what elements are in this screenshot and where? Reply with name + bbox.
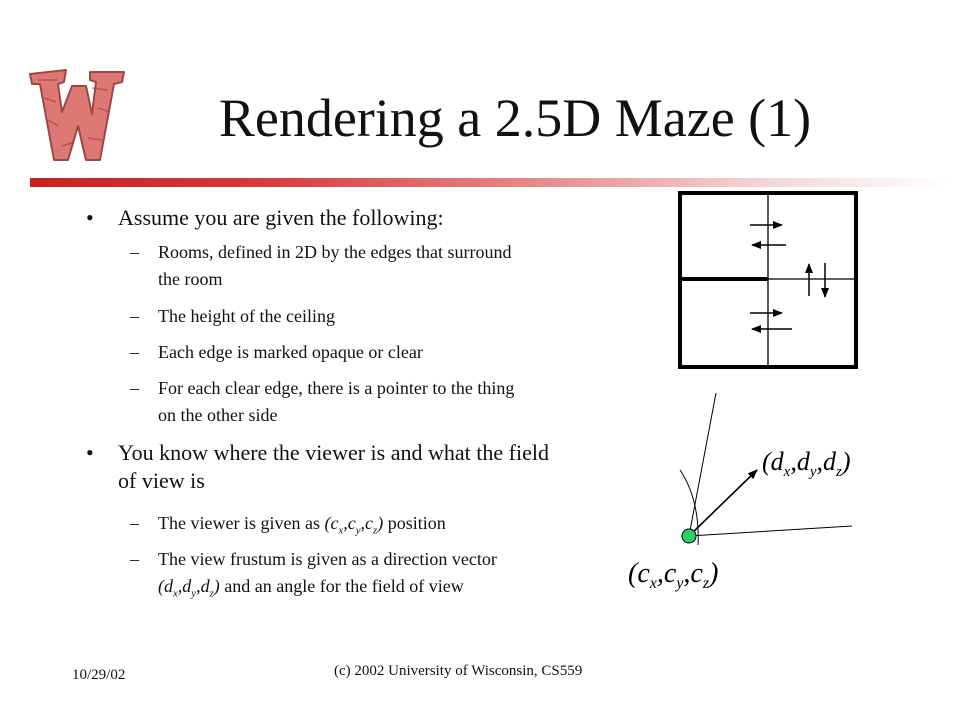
sub-bullet-viewer-position: The viewer is given as (cx,cy,cz) positi… xyxy=(158,513,446,537)
bullet-text-cont: of view is xyxy=(118,468,205,493)
sub-bullet-marker: – xyxy=(130,549,139,569)
frustum-edge xyxy=(688,392,717,537)
footer-copyright: (c) 2002 University of Wisconsin, CS559 xyxy=(334,663,583,679)
maze-rooms xyxy=(678,191,858,369)
sub-bullet-marker: – xyxy=(130,513,139,533)
footer-date: 10/29/02 xyxy=(72,667,126,683)
direction-vector-arrow xyxy=(688,469,758,537)
wisconsin-w-logo xyxy=(29,69,125,161)
frustum-edge xyxy=(688,525,853,537)
sub-bullet-marker: – xyxy=(130,242,139,262)
viewer-position-dot xyxy=(681,528,697,544)
sub-bullet-text: The view frustum is given as a direction… xyxy=(158,549,497,569)
bullet-text: Assume you are given the following: xyxy=(118,205,444,230)
bullet-marker: • xyxy=(86,440,94,465)
direction-vector-label: (dx,dy,dz) xyxy=(762,447,851,480)
sub-bullet-text: For each clear edge, there is a pointer … xyxy=(158,378,515,398)
bullet-marker: • xyxy=(86,205,94,230)
sub-bullet-marker: – xyxy=(130,306,139,326)
sub-bullet-marker: – xyxy=(130,342,139,362)
title-divider xyxy=(30,178,950,187)
sub-bullet-text: Each edge is marked opaque or clear xyxy=(158,342,423,362)
sub-bullet-text: Rooms, defined in 2D by the edges that s… xyxy=(158,242,512,262)
viewer-position-label: (cx,cy,cz) xyxy=(628,558,718,592)
bullet-text: You know where the viewer is and what th… xyxy=(118,440,549,465)
sub-bullet-text-cont: the room xyxy=(158,269,223,289)
sub-bullet-marker: – xyxy=(130,378,139,398)
slide-title: Rendering a 2.5D Maze (1) xyxy=(218,88,812,148)
maze-outer-wall xyxy=(678,191,858,369)
frustum-arc xyxy=(679,469,699,546)
viewer-frustum xyxy=(679,392,853,546)
sub-bullet-frustum-cont: (dx,dy,dz) and an angle for the field of… xyxy=(158,576,464,600)
sub-bullet-text: The height of the ceiling xyxy=(158,306,335,326)
clear-edge-pointer-arrows xyxy=(750,221,829,333)
sub-bullet-text-cont: on the other side xyxy=(158,405,278,425)
